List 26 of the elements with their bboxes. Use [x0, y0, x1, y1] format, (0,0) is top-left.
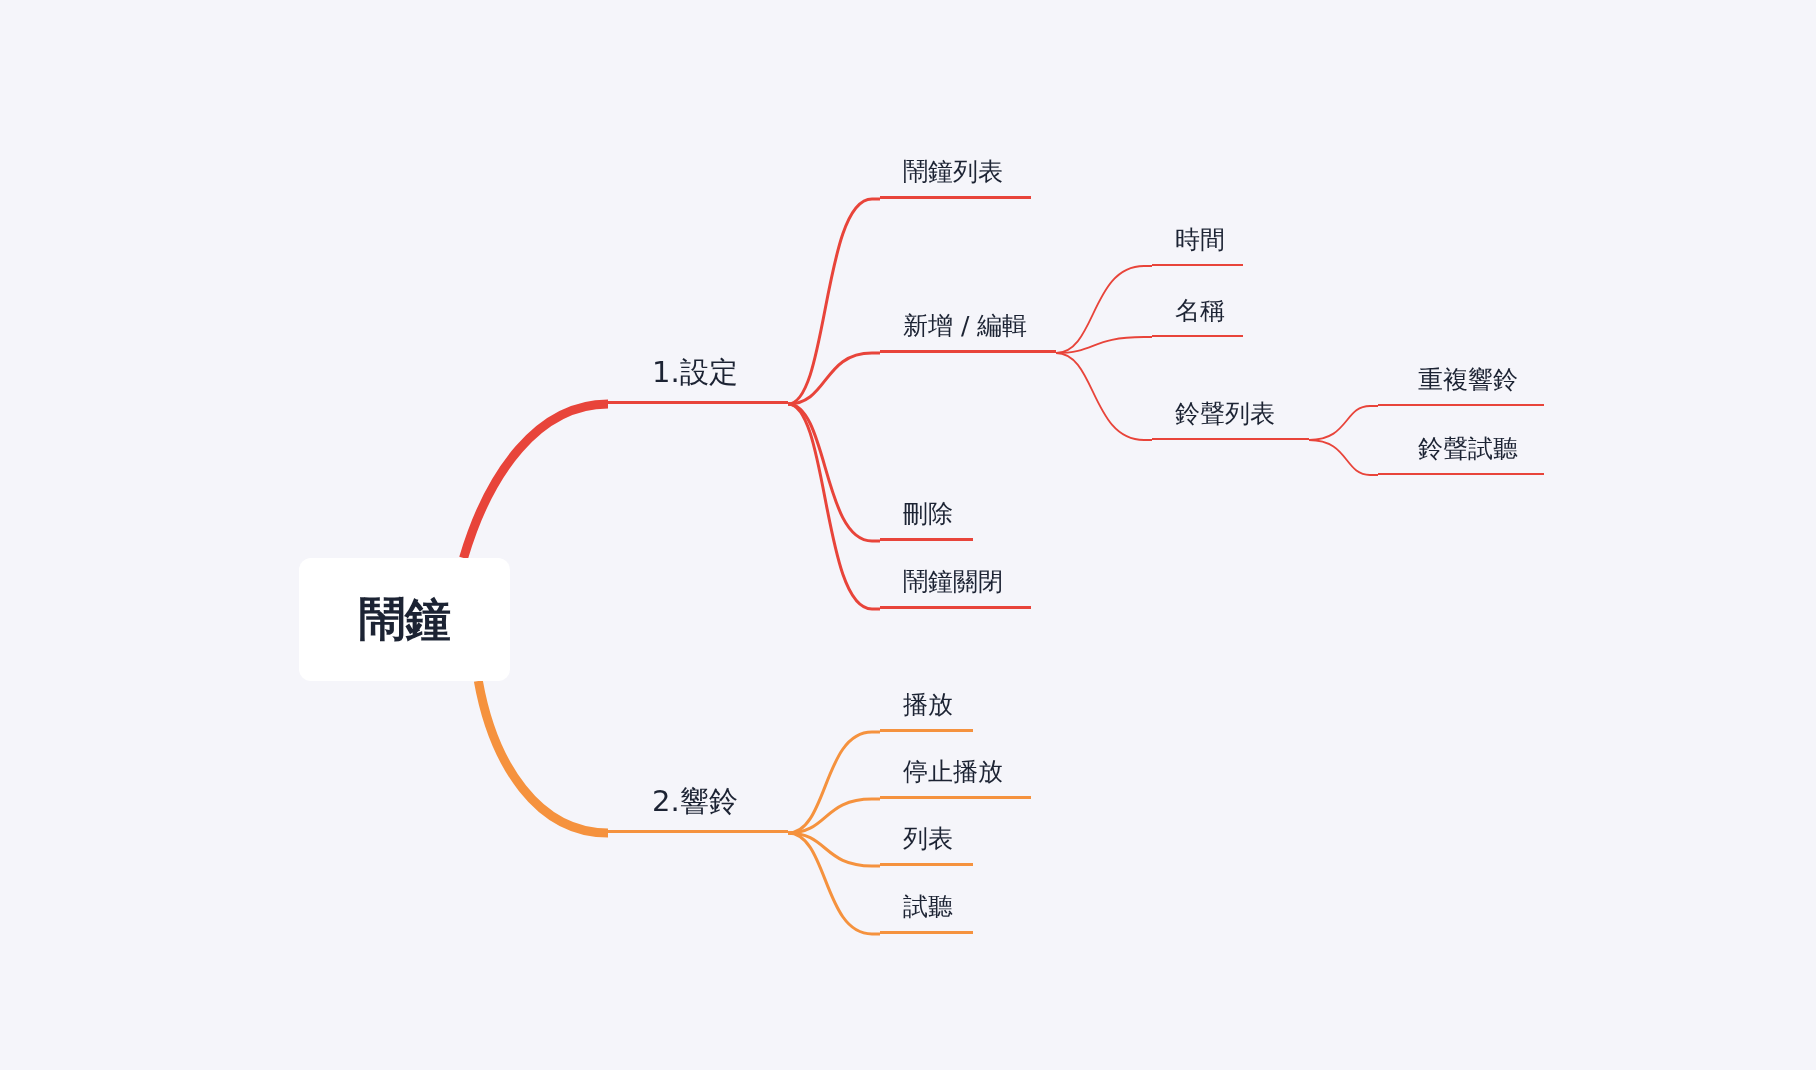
central-topic-box	[299, 558, 510, 681]
topic-label: 鈴聲列表	[1175, 398, 1275, 430]
topic-label: 時間	[1175, 224, 1225, 256]
topic-label: 重複響鈴	[1418, 364, 1518, 396]
branch-connector	[787, 797, 880, 835]
central-topic-label: 鬧鐘	[358, 590, 451, 648]
topic-label: 鬧鐘列表	[903, 156, 1003, 188]
topic-underline	[608, 354, 788, 404]
topic-label: 2.響鈴	[652, 783, 738, 820]
topic-label: 列表	[903, 823, 953, 855]
topic-label: 試聽	[903, 891, 953, 923]
branch-connector	[1308, 439, 1379, 476]
topic-label: 名稱	[1175, 295, 1225, 327]
topic-label: 新增 / 編輯	[903, 310, 1028, 342]
branch-connector	[787, 351, 880, 406]
topic-label: 鬧鐘關閉	[903, 566, 1003, 598]
topic-label: 1.設定	[652, 354, 738, 391]
topic-label: 鈴聲試聽	[1418, 433, 1518, 465]
topic-label: 播放	[903, 689, 953, 721]
branch-connector	[787, 831, 880, 936]
branch-connector	[1055, 352, 1153, 441]
branch-connector	[459, 399, 609, 560]
topic-label: 停止播放	[903, 756, 1003, 788]
branch-connector	[787, 402, 880, 611]
branch-connector	[473, 680, 609, 838]
topic-label: 刪除	[903, 498, 953, 530]
